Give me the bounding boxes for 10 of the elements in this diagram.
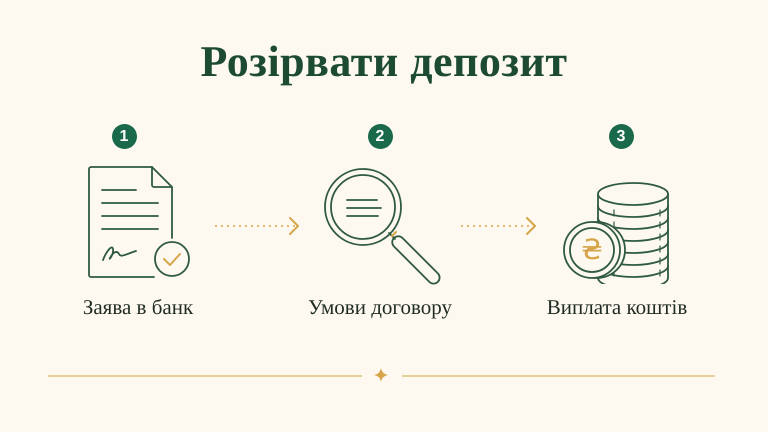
step-label: Умови договору — [308, 294, 452, 320]
step-number-badge: 2 — [368, 124, 392, 149]
step-number-badge: 1 — [112, 124, 136, 149]
dotted-arrow — [215, 217, 299, 235]
dotted-arrow — [461, 217, 536, 235]
hryvnia-sign: ₴ — [581, 236, 603, 264]
step-label: Заява в банк — [82, 294, 194, 320]
step-label: Виплата коштів — [546, 294, 688, 320]
step-number-badge: 3 — [608, 124, 634, 149]
title: Розірвати депозит — [200, 40, 568, 84]
